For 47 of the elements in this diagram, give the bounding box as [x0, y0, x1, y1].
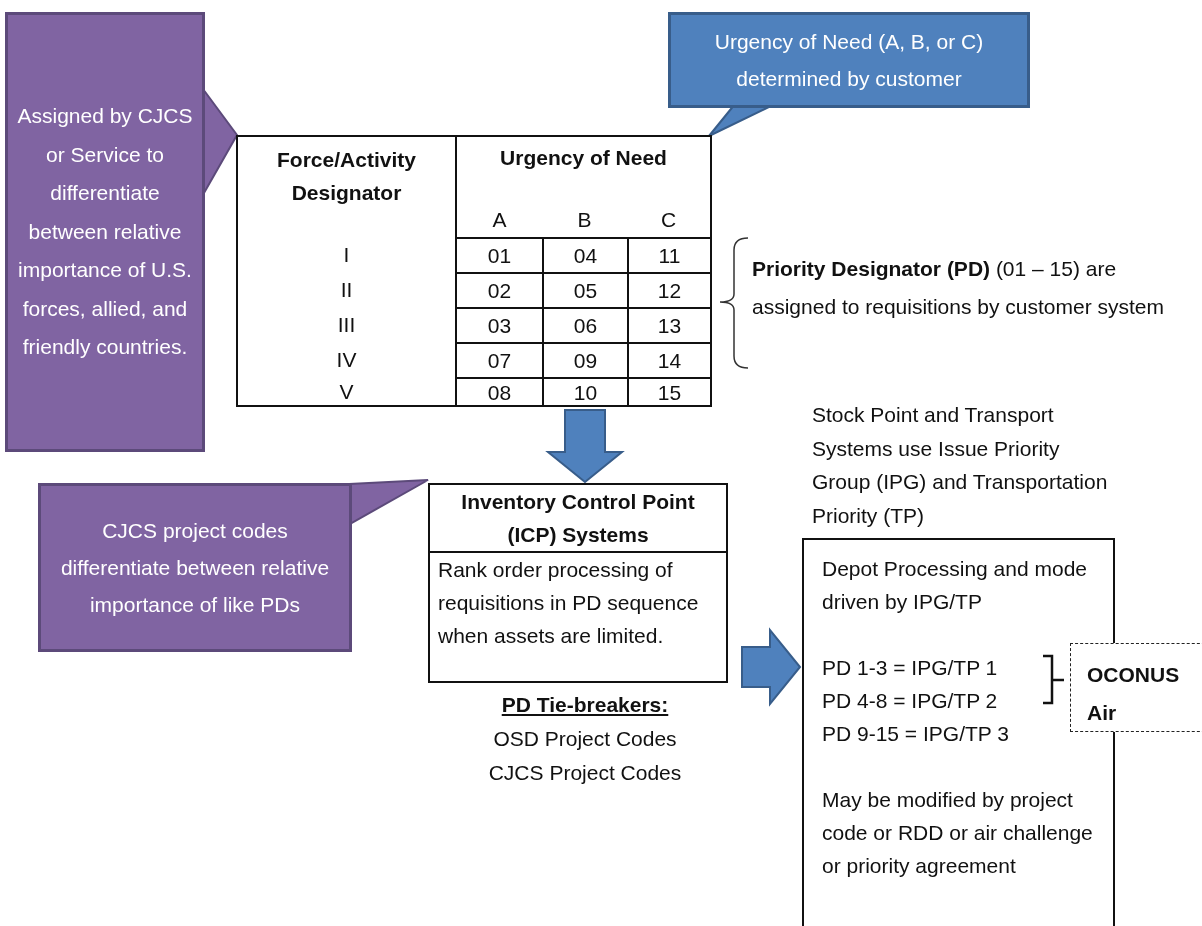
column-heading: Force/Activity Designator [276, 147, 417, 206]
process-box [428, 483, 728, 683]
block-arrow [741, 627, 802, 707]
table-cell: 07 [457, 342, 542, 377]
mapping-text: PD 4-8 = IPG/TP 2 [822, 688, 998, 714]
table-cell: 12 [627, 272, 710, 307]
box-text: Depot Processing and mode driven by IPG/TP [822, 556, 1088, 615]
table-cell: 04 [542, 237, 627, 272]
row-label: V [338, 379, 355, 405]
row-label: IV [335, 347, 358, 373]
table-cell: 14 [627, 342, 710, 377]
list-item: OSD Project Codes [492, 726, 678, 752]
list-item: CJCS Project Codes [487, 760, 683, 786]
note-box [1070, 643, 1202, 732]
callout-text: Urgency of Need (A, B, or C) determined by customer [713, 29, 985, 92]
row-label: III [336, 312, 357, 338]
mapping-text: PD 9-15 = IPG/TP 3 [822, 721, 1009, 747]
table-cell: 09 [542, 342, 627, 377]
block-arrow [545, 409, 625, 484]
box-text: OCONUS Air [1087, 662, 1181, 726]
box-text: Rank order processing of requisitions in PD sequence when assets are limited. [437, 557, 700, 649]
column-heading: A [491, 207, 508, 233]
note-text: Priority Designator (PD) (01 – 15) are assigned to requisitions by customer system [752, 256, 1165, 320]
table-cell: 06 [542, 307, 627, 342]
table-cell: 15 [627, 377, 710, 407]
table-cell: 08 [457, 377, 542, 407]
column-heading: Urgency of Need [499, 145, 668, 171]
table-cell: 02 [457, 272, 542, 307]
callout-text: CJCS project codes differentiate between relative importance of like PDs [59, 518, 331, 618]
priority-table [236, 135, 712, 407]
callout-box [38, 483, 352, 652]
note-text: Stock Point and Transport Systems use Issue Priority Group (IPG) and Transportation Priority (TP) [812, 402, 1109, 529]
table-cell: 01 [457, 237, 542, 272]
callout-text: Assigned by CJCS or Service to differentiate between relative importance of U.S. forces, allied, and friendly countries. [16, 103, 194, 361]
mapping-text: PD 1-3 = IPG/TP 1 [822, 655, 998, 681]
list-heading: PD Tie-breakers: [500, 692, 670, 718]
row-label: I [342, 242, 351, 268]
box-heading: Inventory Control Point (ICP) Systems [430, 485, 726, 553]
table-cell: 05 [542, 272, 627, 307]
column-heading: B [576, 207, 593, 233]
table-cell: 03 [457, 307, 542, 342]
table-cell: 11 [627, 237, 710, 272]
column-heading: C [659, 207, 678, 233]
box-text: May be modified by project code or RDD or air challenge or priority agreement [822, 787, 1094, 879]
table-cell: 10 [542, 377, 627, 407]
row-label: II [339, 277, 354, 303]
table-cell: 13 [627, 307, 710, 342]
